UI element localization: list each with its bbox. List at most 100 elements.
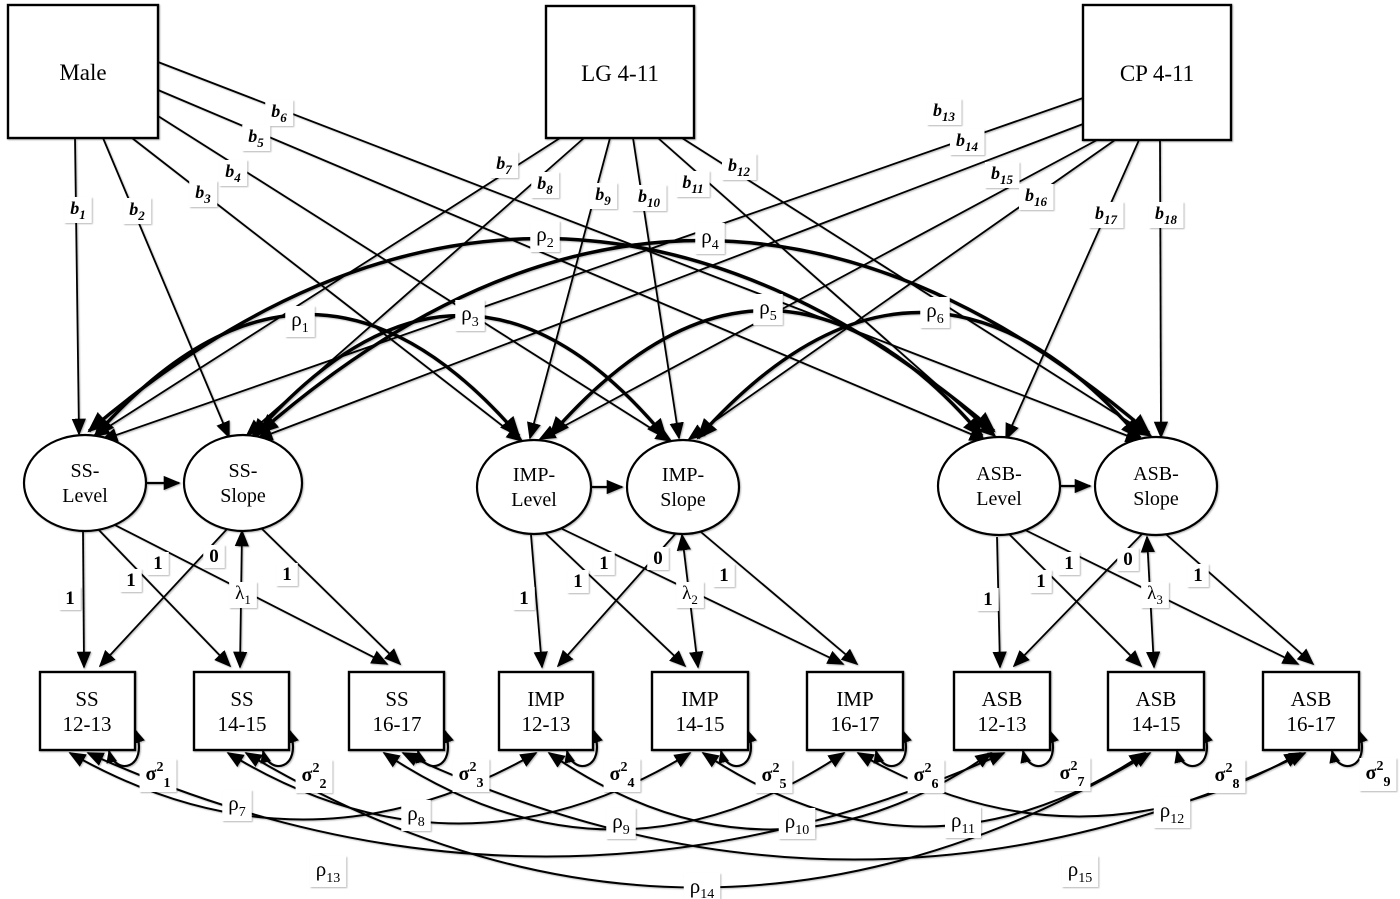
label-sigma2-6: σ26 [914,761,939,792]
label-rho2: ρ2 [536,222,553,251]
label-loading-ss-slope-0: 0 [209,546,219,567]
label-loading-imp-slope-0: 0 [653,548,663,569]
self-loop-sigma2-7 [1020,729,1059,767]
label-rho9: ρ9 [612,809,629,838]
label-b9: b9 [595,184,611,208]
label-rho7: ρ7 [228,791,245,820]
latent-label-ss-level: SS-Level [62,460,108,507]
latent-label-imp-level: IMP-Level [511,464,557,511]
label-loading-ss-level-3: 1 [153,553,163,574]
label-b4: b4 [225,161,241,185]
predictor-box-cp-4-11 [1081,3,1233,142]
latent-ellipse-imp-level [475,438,593,536]
path-b7 [92,137,561,437]
self-loop-sigma2-5 [718,729,757,767]
predictor-box-lg-4-11 [544,4,696,140]
loading-asb-slope-1617 [1159,528,1315,666]
latent-ellipse-asb-slope [1093,435,1219,537]
label-loading-imp-level-2: 1 [573,571,583,592]
path-b17 [1005,139,1140,441]
latent-label-asb-level: ASB-Level [976,463,1022,510]
label-b10: b10 [638,186,661,210]
label-loading-asb-slope-1: 1 [1193,565,1203,586]
label-rho14: ρ14 [690,874,714,899]
latent-ellipse-ss-level [22,433,148,533]
label-sigma2-7: σ27 [1060,759,1085,790]
label-rho3: ρ3 [461,301,478,330]
label-sigma2-4: σ24 [610,760,635,791]
latent-ellipse-ss-slope [182,433,304,533]
label-b6: b6 [271,101,287,125]
latent-label-imp-slope: IMP-Slope [660,464,706,511]
path-b5 [157,89,987,441]
observed-box-imp-12-13 [497,670,595,752]
observed-box-imp-14-15 [650,670,750,752]
label-sigma2-2: σ22 [302,761,327,792]
self-loop-sigma2-4 [564,729,603,767]
label-sigma2-5: σ25 [762,761,787,792]
label-b3: b3 [195,182,211,206]
observed-box-ss-16-17 [347,670,446,752]
label-rho12: ρ12 [1160,798,1184,827]
label-loading-asb-level-2: 1 [1036,571,1046,592]
loading-asb-level-1415 [1007,532,1143,668]
self-loop-sigma2-1 [106,729,145,767]
latent-ellipse-asb-level [936,435,1062,537]
path-b12 [681,137,1153,437]
corr-arc-rho13 [86,752,1006,858]
label-b7: b7 [496,153,512,177]
label-loading-ss-level-2: 1 [126,570,136,591]
label-b11: b11 [682,172,703,196]
label-b15: b15 [991,163,1014,187]
loading-ss-level-1415 [95,526,232,668]
latent-ellipse-imp-slope [625,438,741,536]
self-loop-sigma2-8 [1174,729,1213,767]
label-b17: b17 [1095,203,1118,227]
observed-box-imp-16-17 [805,670,905,752]
self-loop-sigma2-3 [415,729,454,767]
label-b8: b8 [537,173,553,197]
label-rho13: ρ13 [316,857,340,886]
path-b14 [255,123,1084,441]
label-rho11: ρ11 [951,808,975,837]
label-rho1: ρ1 [291,307,308,336]
label-loading-ss-level-1: 1 [65,588,75,609]
predictor-label-male: Male [59,60,106,85]
label-rho6: ρ6 [926,298,943,327]
label-loading-imp-level-1: 1 [519,588,529,609]
loading-ss-slope-1617 [255,522,402,666]
label-loading-imp-slope-1: 1 [719,565,729,586]
loading-ss-level-1213 [76,530,92,669]
label-loading-ss-slope-1: 1 [282,564,292,585]
label-b1: b1 [70,198,86,222]
label-lambda1: λ1 [235,583,251,607]
label-lambda3: λ3 [1147,583,1163,607]
loading-imp-level-1213 [530,534,548,669]
path-b13 [100,97,1084,442]
label-sigma2-1: σ21 [146,760,171,791]
observed-box-ss-12-13 [38,670,137,752]
label-loading-asb-slope-0: 0 [1123,549,1133,570]
label-rho4: ρ4 [701,224,718,253]
label-b12: b12 [728,155,751,179]
observed-box-ss-14-15 [192,670,291,752]
path-b2 [102,137,230,439]
label-b13: b13 [933,100,956,124]
self-loop-sigma2-6 [873,729,912,767]
label-b16: b16 [1025,185,1048,209]
observed-box-asb-16-17 [1261,670,1361,752]
label-b5: b5 [248,126,264,150]
label-b14: b14 [956,130,979,154]
loading-imp-slope-1617 [694,526,859,666]
corr-arc-rho6 [696,311,1142,440]
loading-imp-level-1415 [542,530,687,668]
label-sigma2-8: σ28 [1215,761,1240,792]
predictor-label-lg-4-11: LG 4-11 [581,61,659,86]
label-sigma2-3: σ23 [459,760,484,791]
label-rho10: ρ10 [785,809,809,838]
